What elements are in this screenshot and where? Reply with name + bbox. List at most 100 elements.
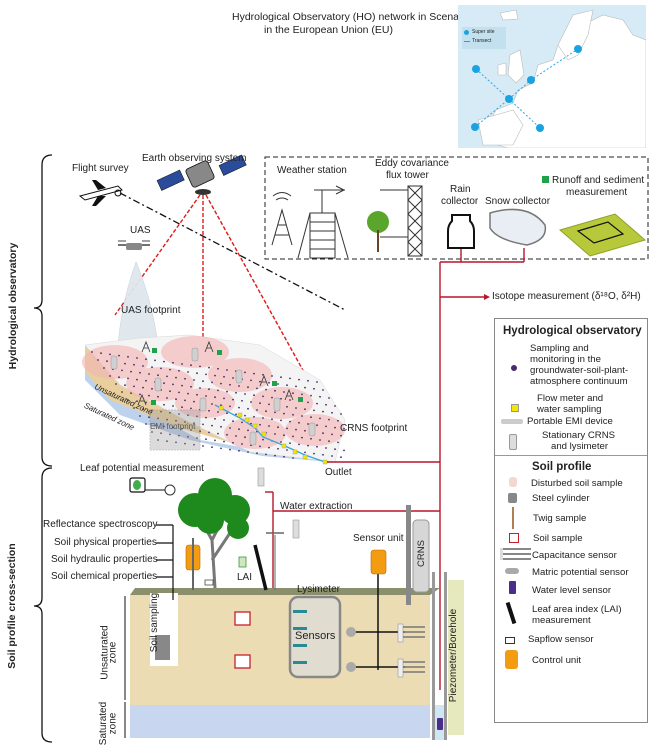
legend-soil-capacitance: Capacitance sensor [532,550,617,561]
sampling-dot [181,427,183,430]
runoff-green-marker [542,176,549,183]
sampling-dot [322,453,324,456]
sampling-dot [196,372,198,375]
sampling-dot [244,393,246,395]
map-land-iceland [499,9,519,21]
soil-sample-lower [234,654,251,669]
diagram-title-line1: Hydrological Observatory (HO) network in… [232,11,480,23]
runoff-label-1: Runoff and sediment [552,175,645,186]
sampling-dot [91,351,93,353]
legend-soil-sample: Soil sample [533,533,583,544]
sampling-dot [262,395,264,398]
map-legend-super-site: Super site [472,29,495,35]
sampling-dot [142,408,144,411]
sampling-dot [253,394,255,397]
sampling-dot [259,380,261,383]
sampling-dot [217,389,219,392]
airplane-icon [78,180,123,206]
flow-network [250,248,525,690]
sampling-dot [319,417,321,420]
sampling-dot [292,457,294,459]
sampling-dot [118,376,120,379]
instruments-box [264,156,649,260]
sampling-dot [265,410,267,413]
sampling-dot [274,433,276,435]
sampling-dot [163,382,165,385]
tree-icon [178,478,250,589]
sampling-dot [340,413,342,415]
sampling-dot [262,373,264,376]
sampling-dot [214,374,216,377]
legend-soil-lai-1: Leaf area index (LAI) [532,604,622,615]
sampling-dot [169,433,171,436]
sampling-dot [163,403,165,406]
rain-collector-icon [447,214,475,249]
sampling-dot [151,387,153,390]
sampling-dot [313,409,315,412]
sampling-dot [253,372,255,375]
sampling-dot [265,453,267,456]
borehole-right-wall [444,572,447,740]
sampling-dot [274,454,276,457]
emi-footprint [149,409,201,451]
sampling-dot [271,396,273,399]
sampling-dot [172,361,174,364]
brace-hydrological-observatory [33,154,53,467]
sampling-dot [235,391,237,394]
sampling-dot [184,421,186,423]
emi-device-icon [501,419,523,424]
sampling-dot [142,365,144,367]
flight-survey-label: Flight survey [72,163,129,174]
sampling-dot [241,399,243,402]
flux-tower-label: flux tower [386,170,429,181]
sampling-dot [316,402,318,405]
sampling-dot [166,397,168,399]
sampling-dot [331,433,333,436]
gspa-sampling-icon [511,365,517,371]
flow-meter-icon [511,404,519,412]
sampling-dot [118,354,120,357]
sampling-dot [148,373,150,375]
sampling-dot [205,373,207,376]
sampling-dot [184,442,186,445]
sampling-dot [211,446,213,449]
sampling-dot [208,431,210,434]
capacitance-sensor-upper [397,623,425,643]
sampling-dot [307,379,309,382]
uas-footprint-label: UAS footprint [121,305,181,316]
sampling-dot [211,403,213,405]
sampling-dot [340,456,342,459]
sampling-dot [100,352,102,355]
sampling-dot [247,407,249,410]
sampling-dot [262,438,264,441]
sampling-dot [319,439,321,441]
sampling-dot [322,432,324,435]
sampling-dot [175,398,177,401]
sampling-dot [187,414,189,417]
sampling-dot [286,384,288,387]
legend-soil-lai-2: measurement [532,615,591,626]
sampling-dot [208,409,210,412]
sampling-dot [178,413,180,415]
sampling-dot [106,360,108,363]
sampling-dot [328,397,330,399]
sampling-dot [151,431,153,433]
sampling-dot [334,405,336,407]
sampling-dot [151,366,153,369]
sampling-dot [220,447,222,450]
sampling-dot [295,385,297,388]
reflectance-spectroscopy-label: Reflectance spectroscopy [43,519,158,530]
super-site-icon [464,30,469,35]
brace-soil-profile [33,467,53,743]
unsaturated-zone-label-2: zone [107,641,119,664]
isotope-measurement-label: Isotope measurement (δ¹⁸O, δ²H) [492,291,641,302]
sampling-dot [232,398,234,401]
sampling-dot [247,451,249,453]
sampling-dot [148,416,150,419]
map-site-spain [471,123,479,131]
stationary-crns-icon [509,434,517,450]
runoff-label-2: measurement [566,187,628,198]
lysimeter-sensors [293,610,307,664]
soil-saturated-zone [130,705,430,738]
sampling-dot [205,395,207,397]
